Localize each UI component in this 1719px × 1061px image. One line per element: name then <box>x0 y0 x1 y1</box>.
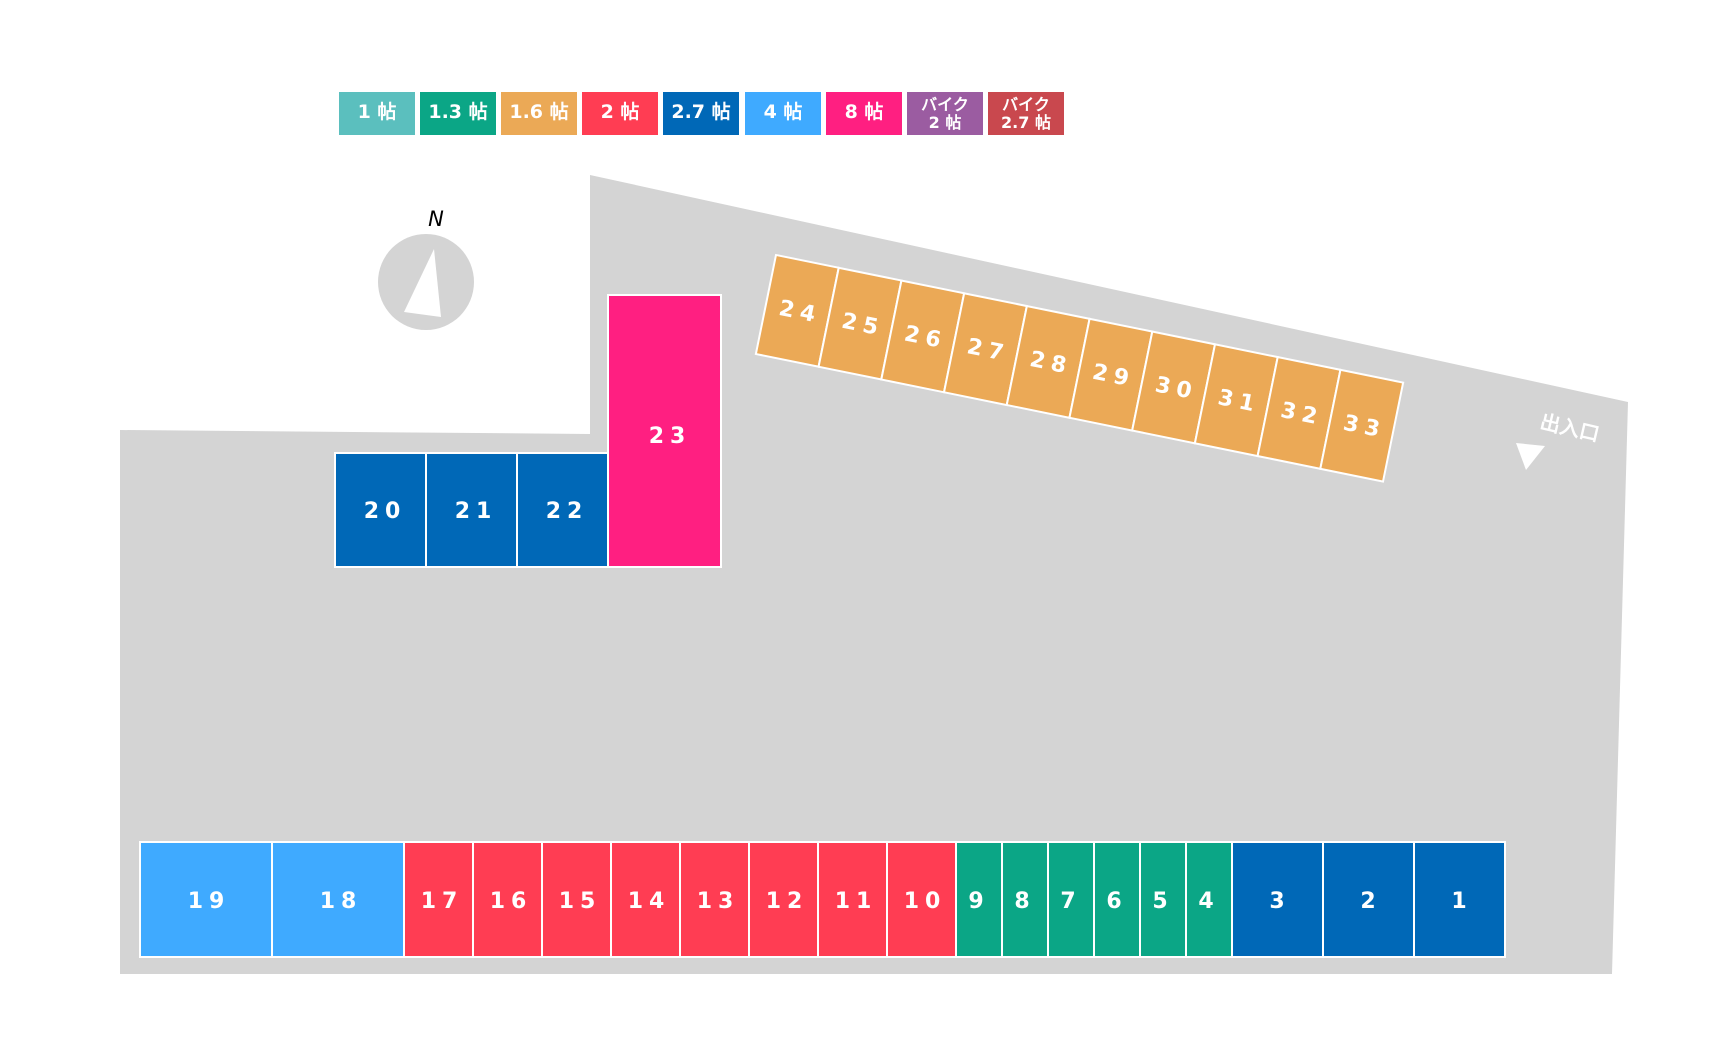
legend-swatch <box>988 92 1064 135</box>
north-arrow-icon <box>404 249 441 317</box>
unit-31[interactable]: 31 <box>1193 343 1279 458</box>
unit-3[interactable]: 3 <box>1231 841 1324 958</box>
unit-20[interactable]: 20 <box>334 452 427 568</box>
unit-30[interactable]: 30 <box>1130 330 1217 445</box>
upper-units: 20 21 22 23 <box>334 294 722 568</box>
legend-swatch <box>582 92 658 135</box>
compass: N <box>378 207 474 330</box>
legend-swatch <box>907 92 983 135</box>
unit-number: 21 <box>455 499 498 524</box>
unit-27[interactable]: 27 <box>942 292 1029 407</box>
unit-22[interactable]: 22 <box>516 452 609 568</box>
unit-number: 19 <box>188 889 231 914</box>
unit-number: 14 <box>628 889 671 914</box>
unit-number: 13 <box>697 889 740 914</box>
unit-18[interactable]: 18 <box>271 841 405 958</box>
legend-item-1-6: 1.6 帖 <box>501 92 577 135</box>
legend-label: 1.6 帖 <box>509 100 568 123</box>
unit-17[interactable]: 17 <box>403 841 474 958</box>
legend-label-line1: バイク <box>921 95 969 114</box>
unit-number: 15 <box>559 889 602 914</box>
unit-6[interactable]: 6 <box>1093 841 1141 958</box>
unit-1[interactable]: 1 <box>1413 841 1506 958</box>
unit-7[interactable]: 7 <box>1047 841 1095 958</box>
legend-swatch <box>420 92 496 135</box>
unit-5[interactable]: 5 <box>1139 841 1187 958</box>
unit-number: 22 <box>546 499 589 524</box>
entrance-arrow-icon <box>1516 443 1545 470</box>
unit-number: 6 <box>1106 889 1127 914</box>
unit-26[interactable]: 26 <box>880 279 966 394</box>
unit-19[interactable]: 19 <box>139 841 273 958</box>
unit-21[interactable]: 21 <box>425 452 518 568</box>
unit-13[interactable]: 13 <box>679 841 750 958</box>
legend-item-bike-2: バイク 2 帖 <box>907 92 983 135</box>
legend-label: 2.7 帖 <box>671 100 730 123</box>
unit-number: 10 <box>904 889 947 914</box>
legend-label: 8 帖 <box>845 100 884 123</box>
unit-number: 17 <box>421 889 464 914</box>
compass-north-label: N <box>428 207 444 231</box>
unit-11[interactable]: 11 <box>817 841 888 958</box>
unit-29[interactable]: 29 <box>1068 317 1154 432</box>
unit-15[interactable]: 15 <box>541 841 612 958</box>
unit-16[interactable]: 16 <box>472 841 543 958</box>
legend-swatch <box>745 92 821 135</box>
legend-item-2-7: 2.7 帖 <box>663 92 739 135</box>
unit-25[interactable]: 25 <box>817 266 903 381</box>
unit-number: 23 <box>649 424 692 449</box>
unit-number: 7 <box>1060 889 1081 914</box>
legend-item-2: 2 帖 <box>582 92 658 135</box>
legend-label: 1.3 帖 <box>428 100 487 123</box>
unit-4[interactable]: 4 <box>1185 841 1233 958</box>
legend-swatch <box>501 92 577 135</box>
unit-number: 4 <box>1198 889 1219 914</box>
legend-swatch <box>826 92 902 135</box>
unit-number: 18 <box>320 889 363 914</box>
legend-label-line1: バイク <box>1002 95 1050 114</box>
legend-label: 1 帖 <box>358 100 397 123</box>
legend-swatch <box>663 92 739 135</box>
unit-33[interactable]: 33 <box>1319 368 1405 483</box>
legend-item-1-3: 1.3 帖 <box>420 92 496 135</box>
unit-12[interactable]: 12 <box>748 841 819 958</box>
legend-item-4: 4 帖 <box>745 92 821 135</box>
legend-item-bike-2-7: バイク 2.7 帖 <box>988 92 1064 135</box>
unit-10[interactable]: 10 <box>886 841 957 958</box>
unit-24[interactable]: 24 <box>754 253 840 368</box>
unit-23[interactable]: 23 <box>607 294 722 568</box>
bottom-units: 19 18 17 16 15 14 13 12 <box>139 841 1506 958</box>
unit-number: 16 <box>490 889 533 914</box>
legend-label: 4 帖 <box>764 100 803 123</box>
unit-number: 5 <box>1152 889 1173 914</box>
unit-number: 20 <box>364 499 407 524</box>
legend-item-8: 8 帖 <box>826 92 902 135</box>
legend-item-1: 1 帖 <box>339 92 415 135</box>
unit-28[interactable]: 28 <box>1005 304 1091 419</box>
rotated-units: 24 25 26 27 28 29 30 31 <box>754 253 1405 483</box>
legend-swatch <box>339 92 415 135</box>
unit-9[interactable]: 9 <box>955 841 1003 958</box>
unit-number: 9 <box>968 889 989 914</box>
legend: 1 帖 1.3 帖 1.6 帖 2 帖 2.7 帖 4 帖 8 帖 バイク <box>339 92 1064 135</box>
legend-label-line2: 2 帖 <box>929 113 962 132</box>
unit-number: 11 <box>835 889 878 914</box>
unit-8[interactable]: 8 <box>1001 841 1049 958</box>
unit-number: 2 <box>1360 889 1381 914</box>
unit-2[interactable]: 2 <box>1322 841 1415 958</box>
unit-14[interactable]: 14 <box>610 841 681 958</box>
unit-number: 8 <box>1014 889 1035 914</box>
unit-number: 3 <box>1269 889 1290 914</box>
unit-number: 1 <box>1451 889 1472 914</box>
legend-label: 2 帖 <box>601 100 640 123</box>
legend-label-line2: 2.7 帖 <box>1001 113 1051 132</box>
unit-number: 12 <box>766 889 809 914</box>
